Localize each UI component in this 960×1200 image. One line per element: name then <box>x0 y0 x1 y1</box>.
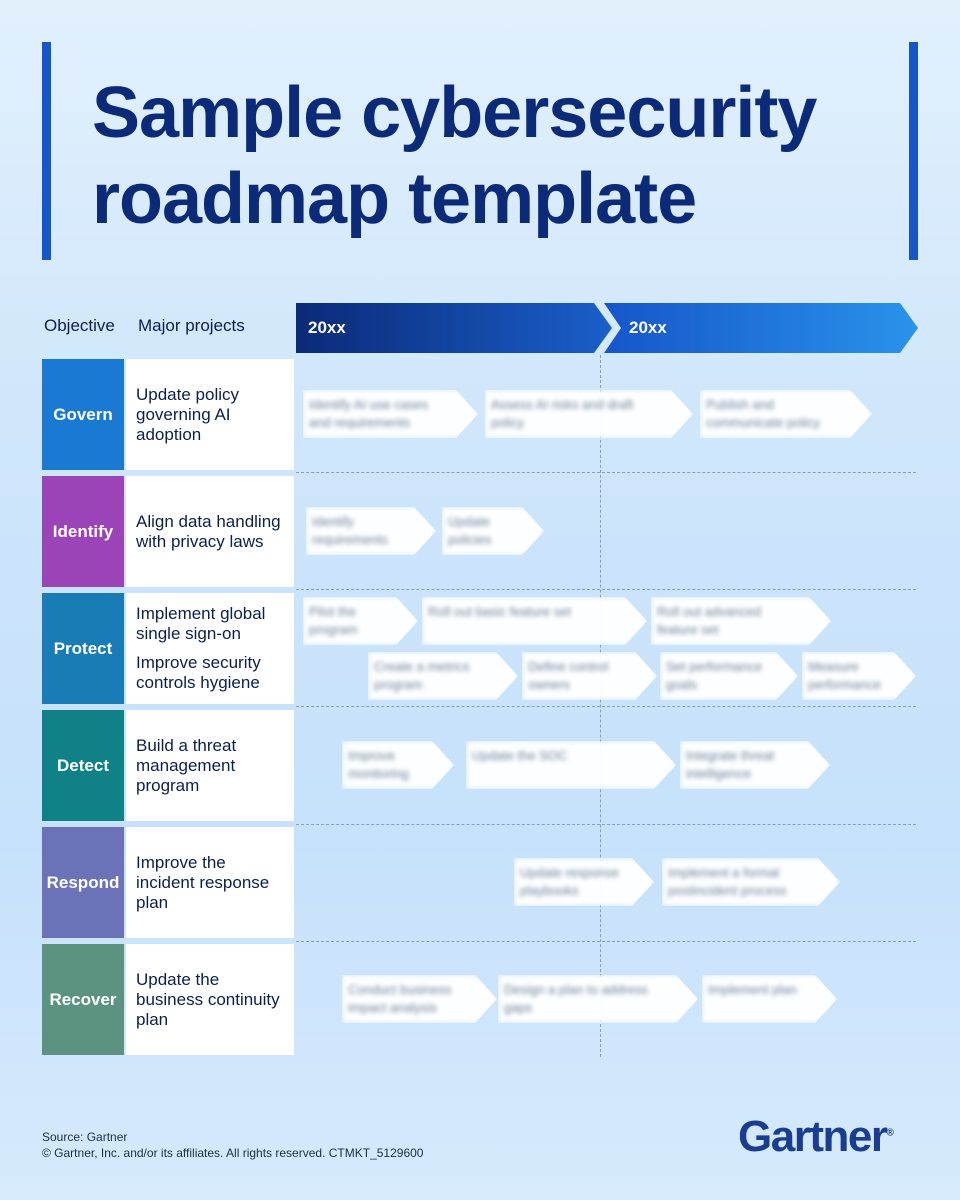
project-label: Align data handling with privacy laws <box>136 511 281 551</box>
objective-govern: Govern <box>42 359 124 470</box>
task-chevron: Pilot the program <box>303 597 418 645</box>
source-note: Source: Gartner <box>42 1130 128 1144</box>
title-accent-bar-left <box>42 42 51 260</box>
task-chevron: Implement a formal postincident process <box>662 858 840 906</box>
objective-header: Objective <box>44 316 115 335</box>
row-separator <box>296 706 916 707</box>
row-separator <box>296 824 916 825</box>
task-chevron: Update policies <box>442 507 544 555</box>
task-chevron: Update the SOC <box>466 741 676 789</box>
logo-text: Gartner <box>738 1112 888 1161</box>
row-separator <box>296 941 916 942</box>
project-label: Improve security controls hygiene <box>136 653 261 692</box>
objective-respond: Respond <box>42 827 124 938</box>
objective-protect: Protect <box>42 593 124 704</box>
task-chevron: Identify AI use cases and requirements <box>303 390 478 438</box>
year-bar-1-shape <box>296 303 612 353</box>
year-bar-2: 20xx <box>604 303 918 353</box>
task-chevron: Assess AI risks and draft policy <box>485 390 693 438</box>
registered-mark: ® <box>886 1127 894 1139</box>
task-chevron: Conduct business impact analysis <box>342 975 497 1023</box>
title-line-2: roadmap template <box>92 159 697 239</box>
year-1-label: 20xx <box>308 318 346 337</box>
year-bar-2-shape <box>604 303 918 353</box>
task-chevron: Measure performance <box>802 652 916 700</box>
year-bar-1: 20xx <box>296 303 612 353</box>
task-chevron: Integrate threat intelligence <box>680 741 830 789</box>
projects-govern: Update policy governing AI adoption <box>126 359 294 470</box>
task-chevron: Design a plan to address gaps <box>498 975 698 1023</box>
task-chevron: Improve monitoring <box>342 741 454 789</box>
projects-header: Major projects <box>138 316 245 335</box>
copyright-note: © Gartner, Inc. and/or its affiliates. A… <box>42 1146 424 1160</box>
task-chevron: Create a metrics program <box>368 652 518 700</box>
gartner-logo: Gartner® <box>738 1112 894 1162</box>
project-label: Implement global single sign-on <box>136 604 266 643</box>
title-line-1: Sample cybersecurity <box>92 73 817 153</box>
task-chevron: Define control owners <box>522 652 657 700</box>
task-chevron: Set performance goals <box>660 652 798 700</box>
task-chevron: Identify requirements <box>306 507 436 555</box>
project-label: Improve the incident response plan <box>136 852 270 912</box>
row-separator <box>296 472 916 473</box>
task-chevron: Implement plan <box>702 975 837 1023</box>
project-label: Build a threat management program <box>136 735 237 795</box>
title-accent-bar-right <box>909 42 918 260</box>
projects-detect: Build a threat management program <box>126 710 294 821</box>
projects-identify: Align data handling with privacy laws <box>126 476 294 587</box>
project-label: Update the business continuity plan <box>136 969 280 1029</box>
project-label: Update policy governing AI adoption <box>136 384 240 444</box>
objective-detect: Detect <box>42 710 124 821</box>
projects-protect: Implement global single sign-on Improve … <box>126 593 294 704</box>
task-chevron: Update response playbooks <box>514 858 654 906</box>
objective-identify: Identify <box>42 476 124 587</box>
row-separator <box>296 589 916 590</box>
task-chevron: Roll out basic feature set <box>422 597 647 645</box>
task-chevron: Roll out advanced feature set <box>651 597 831 645</box>
projects-recover: Update the business continuity plan <box>126 944 294 1055</box>
objective-recover: Recover <box>42 944 124 1055</box>
year-2-label: 20xx <box>629 318 667 337</box>
page-title: Sample cybersecurity roadmap template <box>92 70 892 242</box>
projects-respond: Improve the incident response plan <box>126 827 294 938</box>
task-chevron: Publish and communicate policy <box>700 390 872 438</box>
